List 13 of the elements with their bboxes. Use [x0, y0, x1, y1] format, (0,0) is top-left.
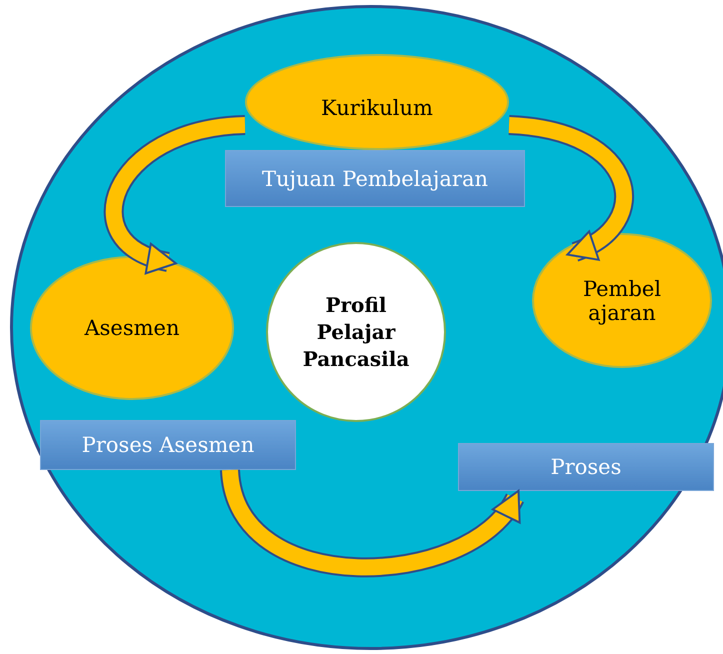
curved-arrow — [104, 115, 246, 272]
node-label: Proses — [550, 455, 622, 479]
label-box — [225, 150, 525, 207]
label-box — [40, 420, 296, 470]
center-title: Profil Pelajar Pancasila — [302, 292, 410, 372]
curved-arrow — [220, 468, 524, 578]
curved-arrow — [508, 115, 634, 262]
node-label: Tujuan Pembelajaran — [262, 166, 488, 190]
node-label: Asesmen — [84, 316, 180, 340]
node-label: Kurikulum — [321, 96, 433, 120]
label-box — [458, 443, 714, 491]
node-label: Pembel ajaran — [582, 276, 662, 324]
node-label: Proses Asesmen — [82, 433, 254, 457]
